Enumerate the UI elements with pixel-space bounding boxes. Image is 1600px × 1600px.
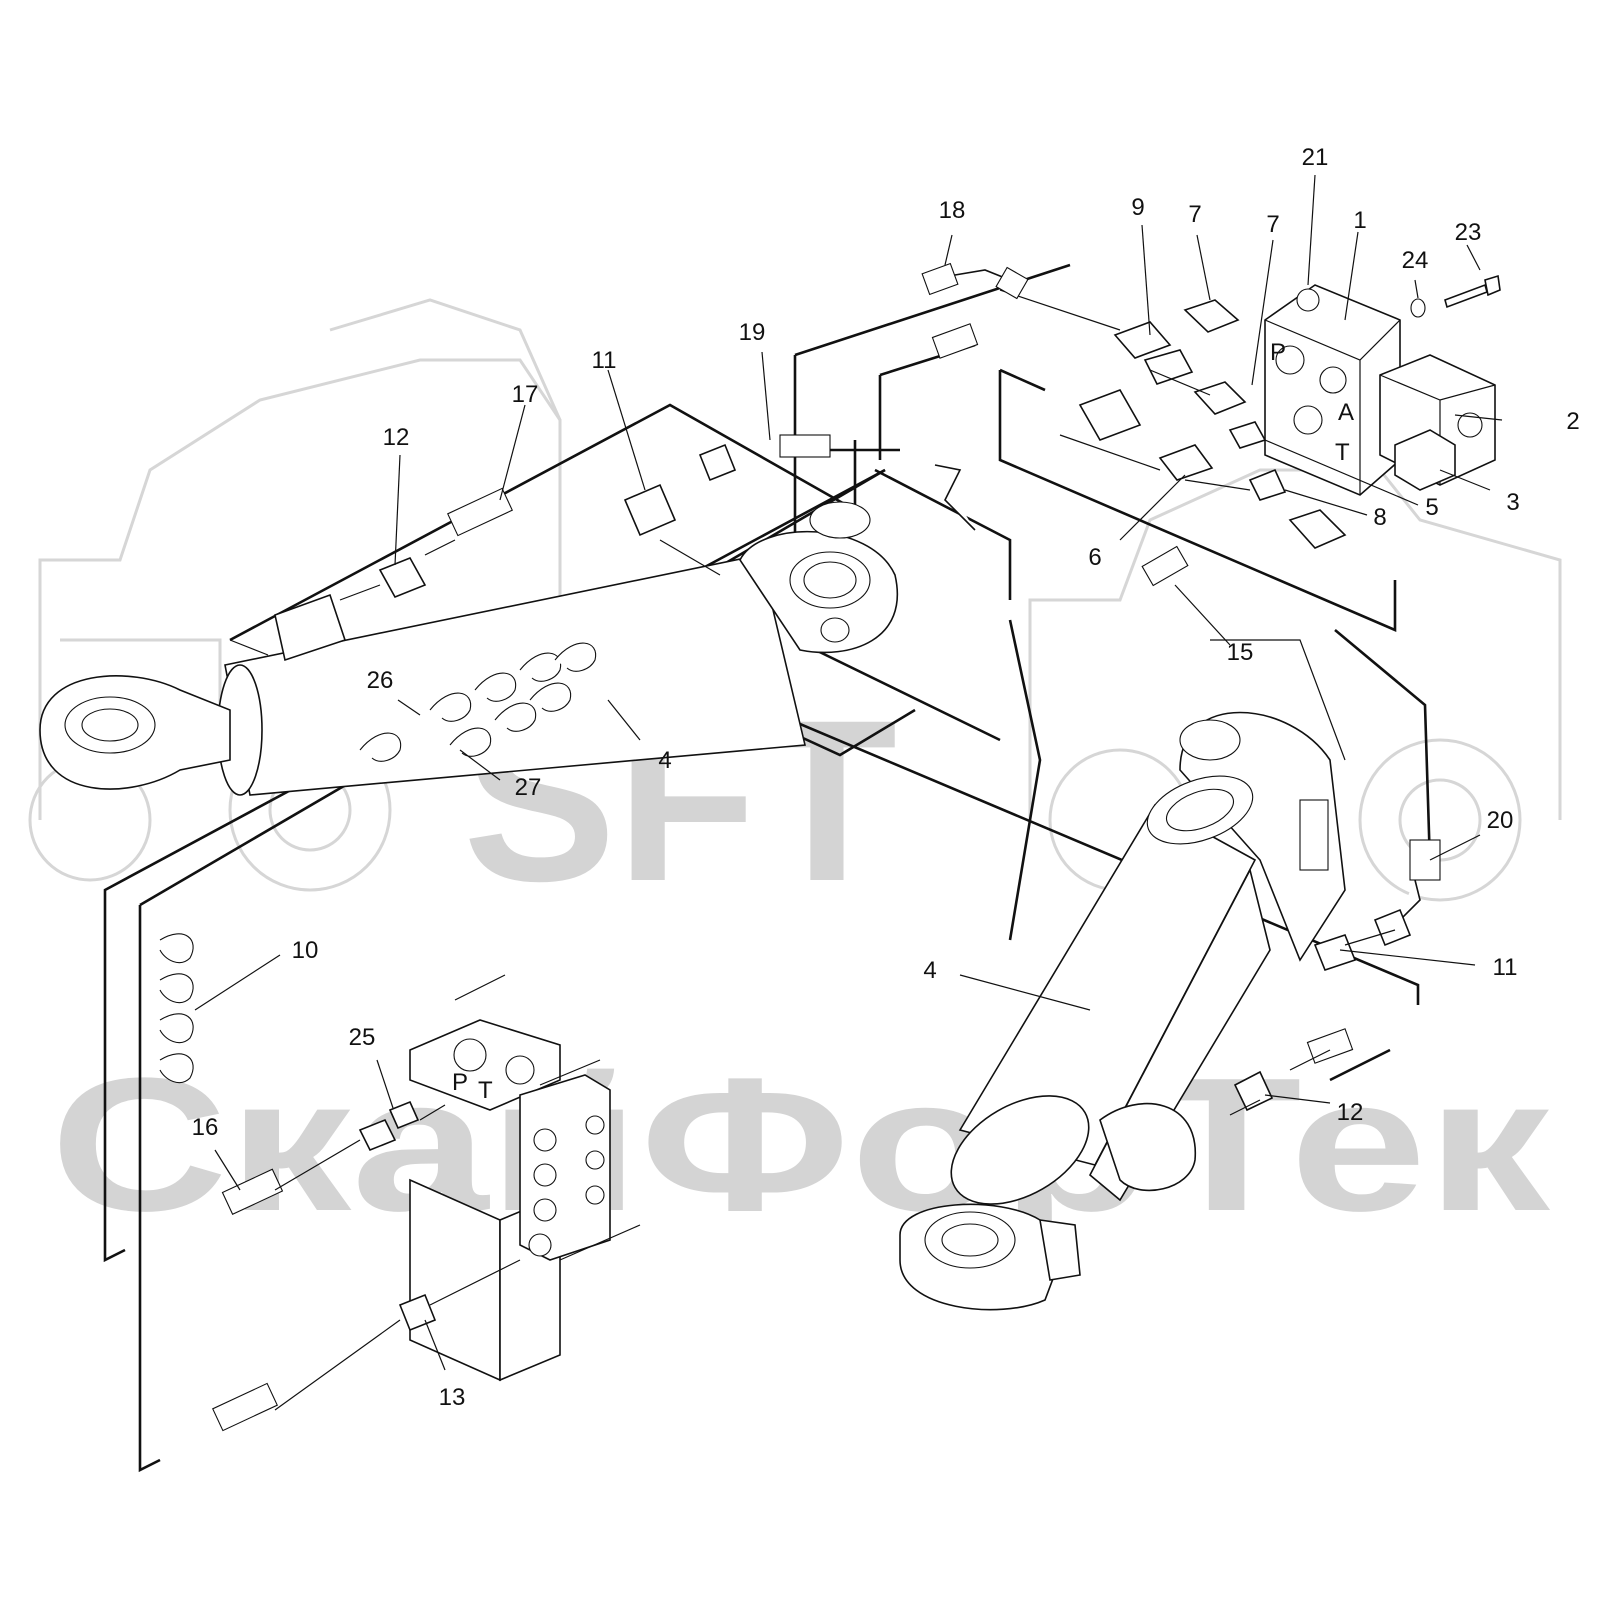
callout-19: 19 [739,319,766,346]
bolt-and-washer [1410,274,1501,318]
callout-4a: 4 [658,747,671,774]
hose-end-upper [931,323,979,359]
callout-12a: 12 [383,424,410,451]
hose-bottom-end [212,1382,278,1432]
callout-numbers: 21 1 23 24 18 9 7 7 19 11 17 12 2 3 5 8 … [192,144,1580,1411]
hose-end-right [1306,1028,1354,1064]
callout-24: 24 [1402,247,1429,274]
fitting-5 [1228,421,1267,449]
hose-20-end [1409,839,1441,881]
callout-26: 26 [367,667,394,694]
callout-leaders [194,174,1503,1371]
tee-fitting-6 [1158,444,1214,481]
hose-19-end [779,434,831,458]
dist-port-p: P [452,1069,468,1096]
callout-18: 18 [939,197,966,224]
callout-7b: 7 [1266,211,1279,238]
fitting-25 [388,1100,420,1130]
callout-1: 1 [1353,207,1366,234]
callout-21: 21 [1302,144,1329,171]
valve-plug-icon [1296,288,1320,312]
cylinder-right-mount [1099,1102,1196,1192]
callout-12b: 12 [1337,1099,1364,1126]
distributor-block: P T [358,974,641,1382]
callout-2: 2 [1566,408,1579,435]
callout-3: 3 [1506,489,1519,516]
elbow-fitting-7a [1183,299,1240,333]
callout-25: 25 [349,1024,376,1051]
fitting-13 [398,1293,437,1332]
callout-20: 20 [1487,807,1514,834]
tee-fitting-9 [1113,321,1172,359]
elbow-fitting-7b [1193,381,1247,415]
callout-11b: 11 [1493,954,1518,981]
hose-16-end [221,1168,284,1216]
fittings-cluster [999,289,1347,549]
fitting-12b [1233,1070,1274,1112]
fitting-11b [1313,934,1357,971]
hoses [212,262,1441,1432]
fitting-12a [378,556,427,599]
clip-27a [449,727,492,757]
clip-26a [359,732,402,762]
dist-port-t: T [478,1077,493,1104]
callout-11a: 11 [592,347,617,374]
cylinder-left-mount [274,593,347,662]
cylinder-left [39,501,898,796]
callout-7a: 7 [1188,201,1201,228]
callout-23: 23 [1455,219,1482,246]
solenoid-coil [1379,354,1496,491]
callout-5: 5 [1425,494,1438,521]
hose-clips [159,642,597,1084]
valve-port-p: P [1270,339,1286,366]
watermark-brand-text: СкайФорТек [50,1039,1551,1251]
callout-16: 16 [192,1114,219,1141]
valve-block: P A T [1264,284,1401,496]
small-fittings [274,443,1412,1411]
callout-27: 27 [515,774,542,801]
callout-10: 10 [292,937,319,964]
valve-port-t: T [1335,439,1350,466]
boom-slot [1299,799,1329,871]
callout-4b: 4 [923,957,936,984]
callout-9: 9 [1131,194,1144,221]
solenoid-connector [1394,429,1456,491]
hose-17-end [447,487,513,537]
hose-15 [934,464,976,531]
callout-17: 17 [512,381,539,408]
clip-10a [159,933,194,964]
elbow-fitting-11a [623,483,677,537]
callout-8: 8 [1373,504,1386,531]
valve-port-a: A [1338,399,1354,426]
boom-frame [1179,639,1346,962]
cylinder-right [899,775,1271,1311]
callout-15: 15 [1227,639,1254,666]
callout-6: 6 [1088,544,1101,571]
callout-13: 13 [439,1384,466,1411]
fitting-8 [1248,468,1287,501]
